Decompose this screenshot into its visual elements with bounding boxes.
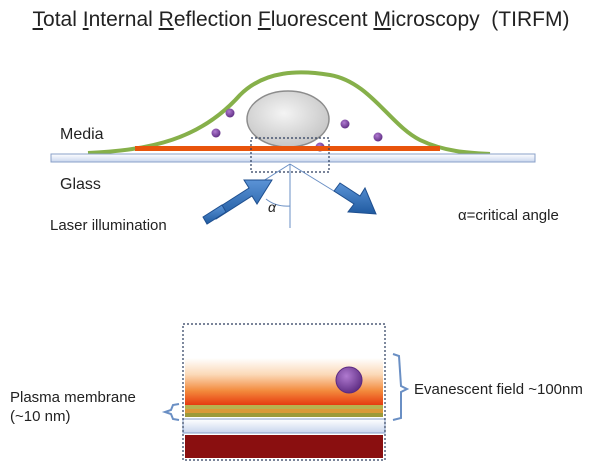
bottom-dark-layer xyxy=(185,435,383,458)
title-initial-letter: M xyxy=(373,8,391,31)
title-word-rest: eflection xyxy=(173,8,258,31)
alpha-label: α xyxy=(268,199,277,215)
title-word-rest: icroscopy (TIRFM) xyxy=(390,8,570,31)
plasma-membrane xyxy=(135,146,440,151)
membrane-band-top xyxy=(185,405,383,409)
title-initial-letter: F xyxy=(257,8,271,31)
title-word-rest: nternal xyxy=(88,8,159,31)
title-initial-letter: T xyxy=(32,8,44,31)
vesicle xyxy=(225,108,235,118)
plasma-membrane-thickness-label: (~10 nm) xyxy=(10,408,70,425)
vesicle xyxy=(373,132,383,142)
zoomed-glass xyxy=(182,418,386,434)
diagram-title: Total Internal Reflection Fluorescent Mi… xyxy=(0,8,602,32)
angle-arc xyxy=(265,198,291,207)
inset-dotted-border xyxy=(182,323,386,461)
zoom-inset xyxy=(182,323,386,461)
plasma-membrane-label: Plasma membrane xyxy=(10,389,136,406)
title-initial-letter: I xyxy=(82,8,89,31)
glass-slide xyxy=(50,153,536,163)
media-label: Media xyxy=(60,126,104,143)
cell-outline xyxy=(87,70,491,156)
title-word-rest: otal xyxy=(43,8,83,31)
title-initial-letter: R xyxy=(158,8,174,31)
vesicle xyxy=(211,128,221,138)
zoomed-vesicle xyxy=(335,366,363,394)
vesicle xyxy=(340,119,350,129)
critical-angle-label: α=critical angle xyxy=(458,207,559,224)
reflected-laser-arrow xyxy=(289,163,377,215)
laser-illumination-label: Laser illumination xyxy=(50,217,167,234)
plasma-membrane-bracket xyxy=(161,403,180,421)
membrane-band-bottom xyxy=(185,413,383,417)
title-word-rest: luorescent xyxy=(270,8,374,31)
incoming-laser-arrow xyxy=(202,163,291,225)
glass-label: Glass xyxy=(60,176,101,193)
evanescent-bracket xyxy=(392,353,410,421)
evanescent-field-label: Evanescent field ~100nm xyxy=(414,381,583,398)
membrane-band-middle xyxy=(185,409,383,413)
